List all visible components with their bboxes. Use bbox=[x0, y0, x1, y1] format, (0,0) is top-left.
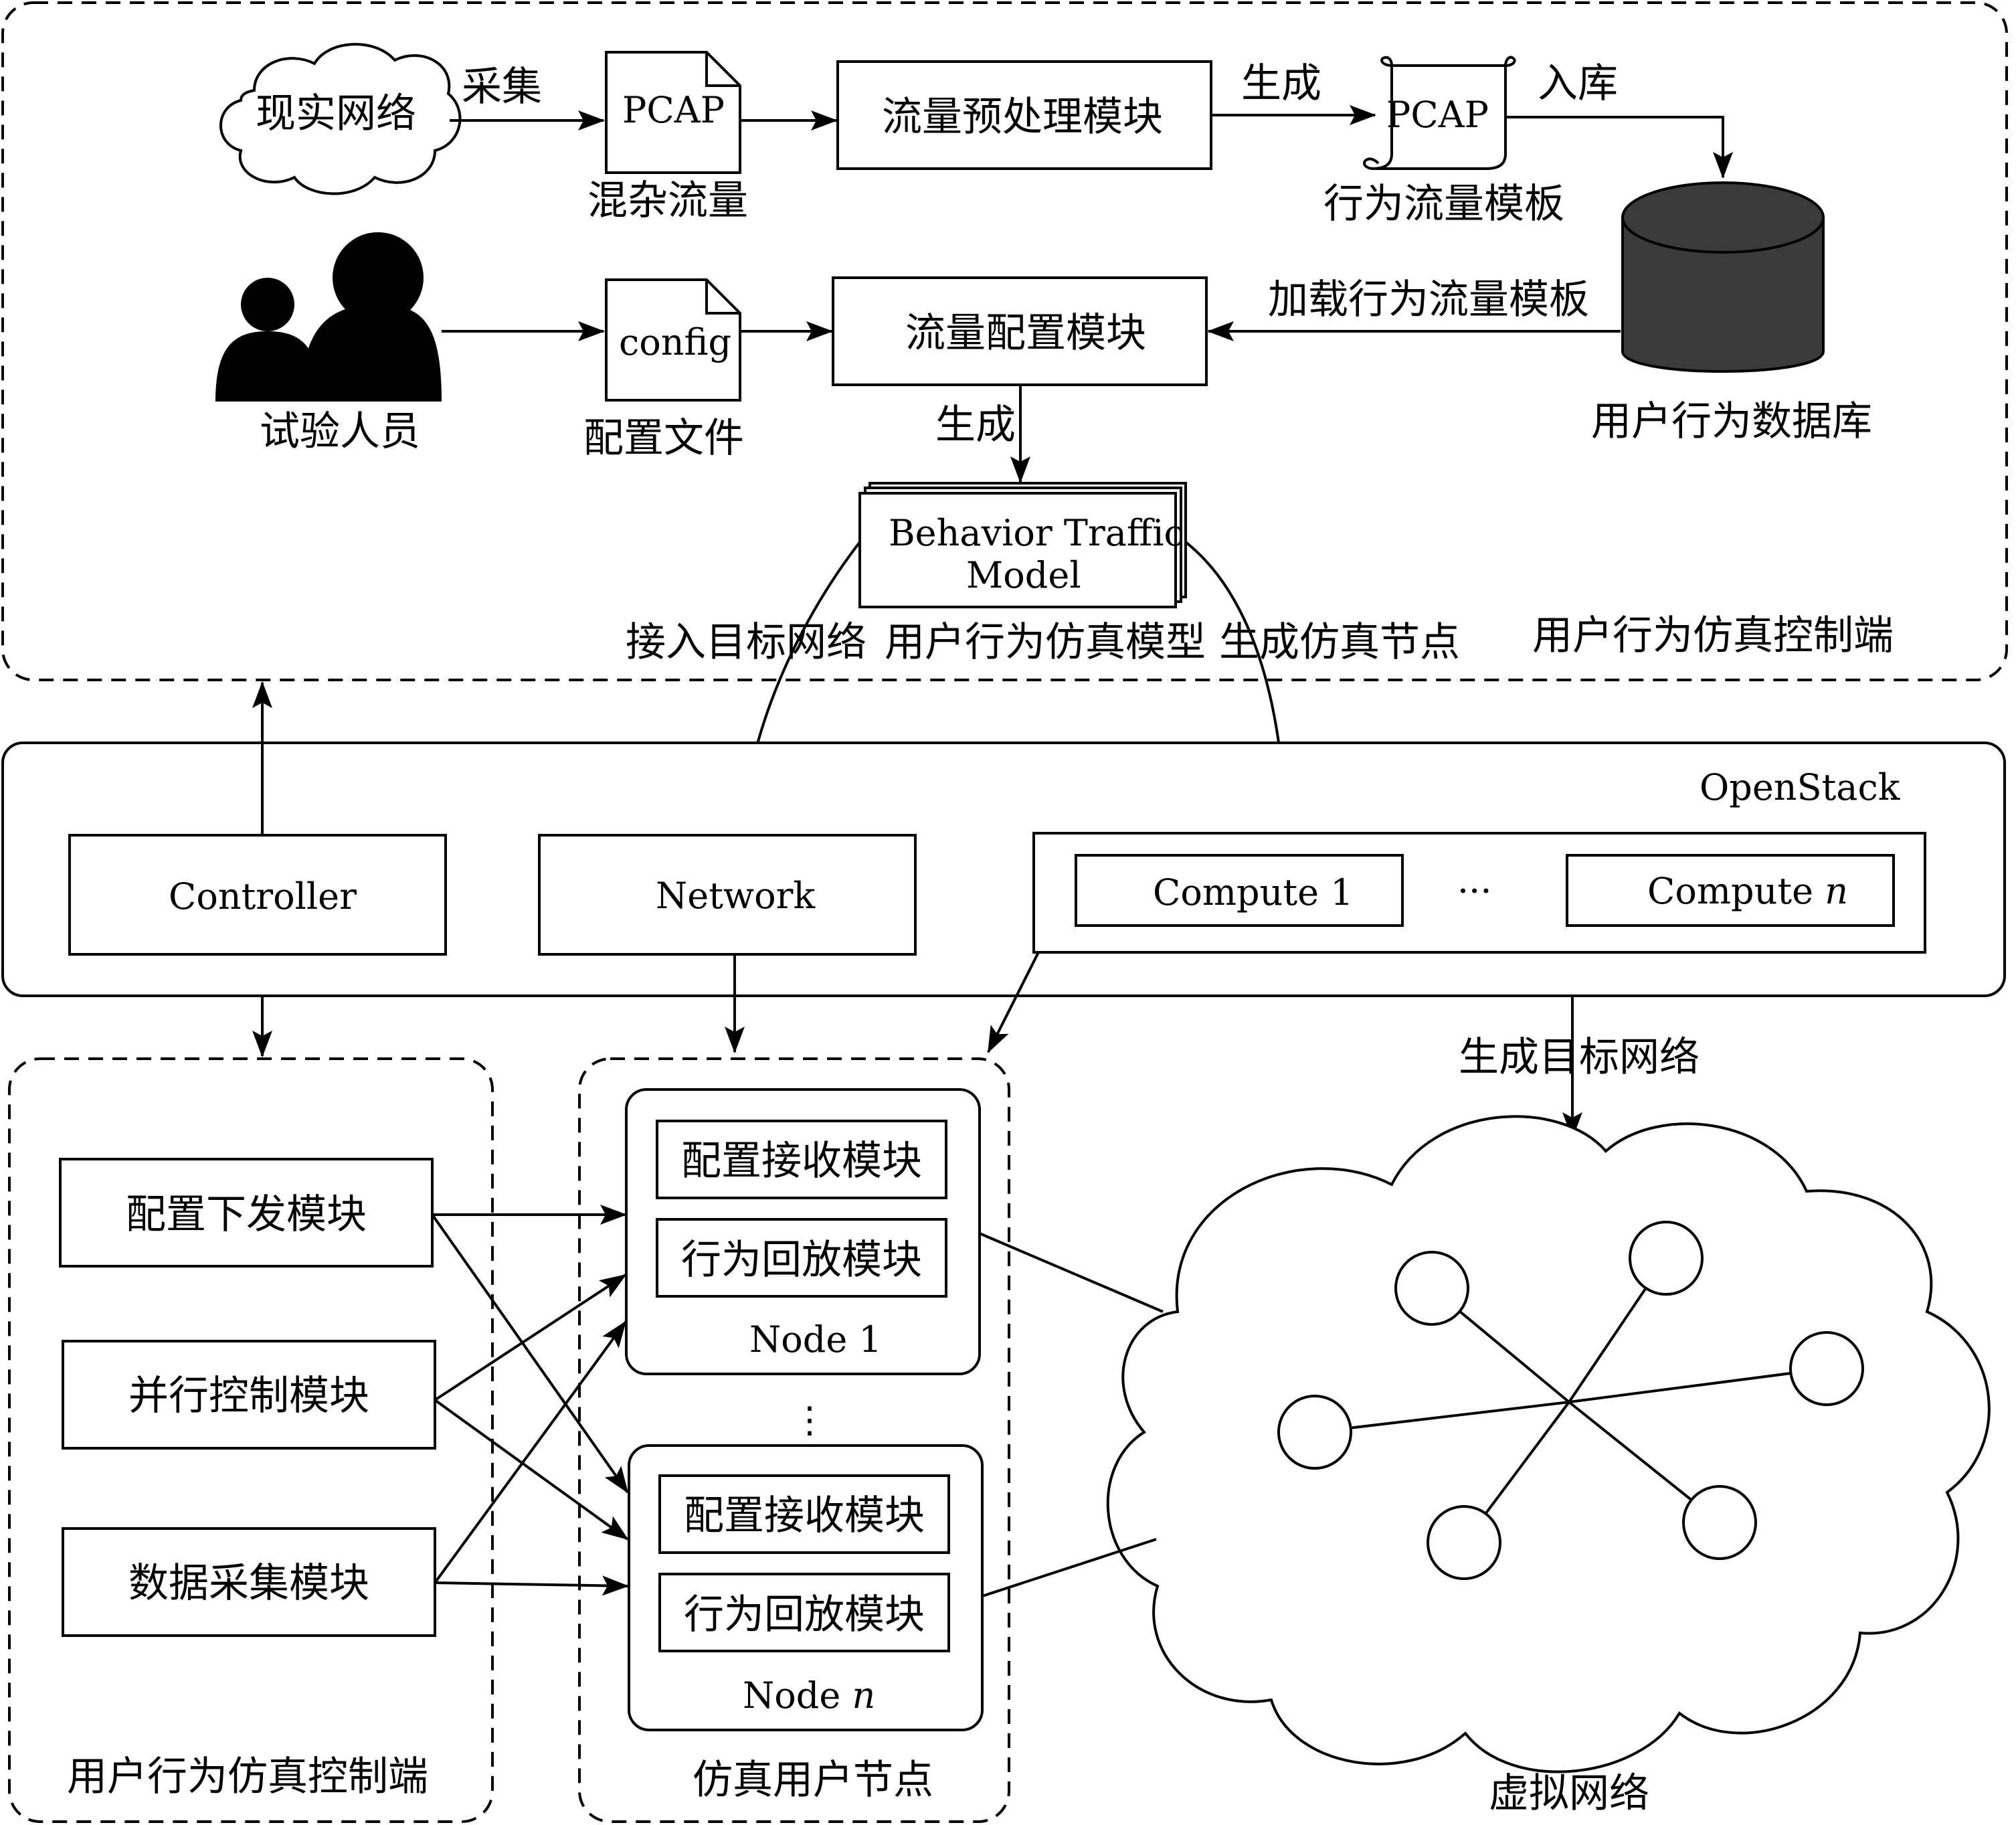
node-n-config-recv-label: 配置接收模块 bbox=[684, 1492, 925, 1539]
node-n-label: Node n bbox=[743, 1674, 875, 1717]
control-panel-label: 用户行为仿真控制端 bbox=[67, 1753, 428, 1800]
edge-generate-template-label: 生成 bbox=[1241, 60, 1321, 107]
edge-generate-model-label: 生成 bbox=[935, 402, 1016, 448]
pcap-mixed-fold bbox=[705, 52, 740, 87]
node-1-config-recv bbox=[656, 1120, 947, 1199]
node-n-replay bbox=[658, 1573, 950, 1652]
database-cylinder-top bbox=[1621, 181, 1825, 254]
network-label: Network bbox=[656, 875, 816, 917]
database-cylinder bbox=[1621, 216, 1825, 373]
region-top-label: 用户行为仿真控制端 bbox=[1532, 612, 1894, 659]
edge-gen-target-label: 生成目标网络 bbox=[1459, 1034, 1700, 1081]
config-fold bbox=[705, 280, 740, 315]
control-module-1-label: 配置下发模块 bbox=[126, 1191, 367, 1238]
control-module-3-label: 数据采集模块 bbox=[128, 1560, 369, 1607]
edge-store-label: 入库 bbox=[1538, 60, 1618, 107]
testers-caption: 试验人员 bbox=[260, 408, 420, 455]
node-1-config-recv-label: 配置接收模块 bbox=[681, 1138, 922, 1185]
openstack-label: OpenStack bbox=[1700, 766, 1901, 808]
edge-access-target-label: 接入目标网络 bbox=[626, 619, 866, 666]
preprocess-module-label: 流量预处理模块 bbox=[882, 94, 1163, 141]
node-n-config-recv bbox=[658, 1474, 950, 1554]
virtual-network-cloud bbox=[1106, 1115, 1991, 1773]
edge-parallel-noden bbox=[434, 1399, 629, 1541]
sim-nodes-frame bbox=[578, 1057, 1010, 1823]
config-module bbox=[832, 276, 1208, 386]
edge-collect-label: 采集 bbox=[462, 64, 542, 110]
node-n-prefix: Node bbox=[743, 1674, 852, 1717]
edge-node1-to-cloud bbox=[979, 1232, 1164, 1313]
node-1-replay bbox=[656, 1218, 947, 1298]
edge-store-arrow bbox=[1505, 116, 1733, 179]
real-network-label: 现实网络 bbox=[256, 90, 416, 137]
preprocess-module bbox=[836, 60, 1212, 170]
controller-box bbox=[68, 834, 447, 956]
edge-collect-node1 bbox=[434, 1320, 627, 1584]
database-caption: 用户行为数据库 bbox=[1591, 398, 1872, 445]
pcap-mixed-caption: 混杂流量 bbox=[587, 177, 748, 224]
node-1-label: Node 1 bbox=[749, 1318, 882, 1361]
virtual-network-label: 虚拟网络 bbox=[1489, 1770, 1649, 1817]
real-network-cloud bbox=[219, 43, 462, 195]
controller-label: Controller bbox=[169, 875, 357, 918]
compute-n-var: n bbox=[1825, 870, 1848, 912]
region-top-frame bbox=[1, 1, 2008, 681]
pcap-template-label: PCAP bbox=[1386, 94, 1489, 136]
model-box bbox=[858, 492, 1177, 608]
nodes-vdots: ⋮ bbox=[792, 1399, 828, 1441]
compute-n-prefix: Compute bbox=[1647, 870, 1825, 912]
model-line2: Model bbox=[966, 554, 1081, 596]
control-module-2 bbox=[62, 1340, 436, 1450]
edge-collect-noden bbox=[434, 1575, 629, 1596]
control-module-2-label: 并行控制模块 bbox=[128, 1373, 369, 1419]
pcap-template-scroll bbox=[1372, 64, 1507, 170]
control-module-1 bbox=[59, 1158, 434, 1268]
model-line1: Behavior Traffic bbox=[889, 512, 1184, 554]
config-module-label: 流量配置模块 bbox=[905, 310, 1146, 357]
edge-noden-to-cloud bbox=[982, 1538, 1157, 1597]
node-n-var: n bbox=[852, 1674, 875, 1717]
compute-n-box bbox=[1566, 854, 1895, 927]
edge-dispatch-noden bbox=[431, 1213, 629, 1494]
testers-icon bbox=[215, 232, 442, 402]
compute-1-box bbox=[1075, 854, 1404, 927]
edge-compute-down bbox=[987, 952, 1040, 1053]
config-label: config bbox=[619, 321, 731, 363]
control-module-3 bbox=[62, 1527, 436, 1637]
pcap-template-caption: 行为流量模板 bbox=[1323, 181, 1564, 228]
virtual-network-topology bbox=[1277, 1221, 1864, 1580]
pcap-template-scroll-curl bbox=[1362, 56, 1516, 170]
compute-1-label: Compute 1 bbox=[1153, 871, 1354, 914]
model-caption: 用户行为仿真模型 bbox=[885, 619, 1206, 666]
node-1-replay-label: 行为回放模块 bbox=[681, 1237, 922, 1284]
edge-load-template-label: 加载行为流量模板 bbox=[1268, 276, 1589, 323]
pcap-mixed-label: PCAP bbox=[622, 89, 725, 131]
config-caption: 配置文件 bbox=[583, 415, 744, 462]
network-box bbox=[538, 834, 917, 956]
node-n-replay-label: 行为回放模块 bbox=[684, 1591, 925, 1638]
compute-n-label: Compute n bbox=[1647, 870, 1848, 912]
edge-parallel-node1 bbox=[434, 1274, 627, 1401]
sim-nodes-label: 仿真用户节点 bbox=[693, 1757, 933, 1804]
compute-ellipsis: ··· bbox=[1457, 870, 1492, 912]
